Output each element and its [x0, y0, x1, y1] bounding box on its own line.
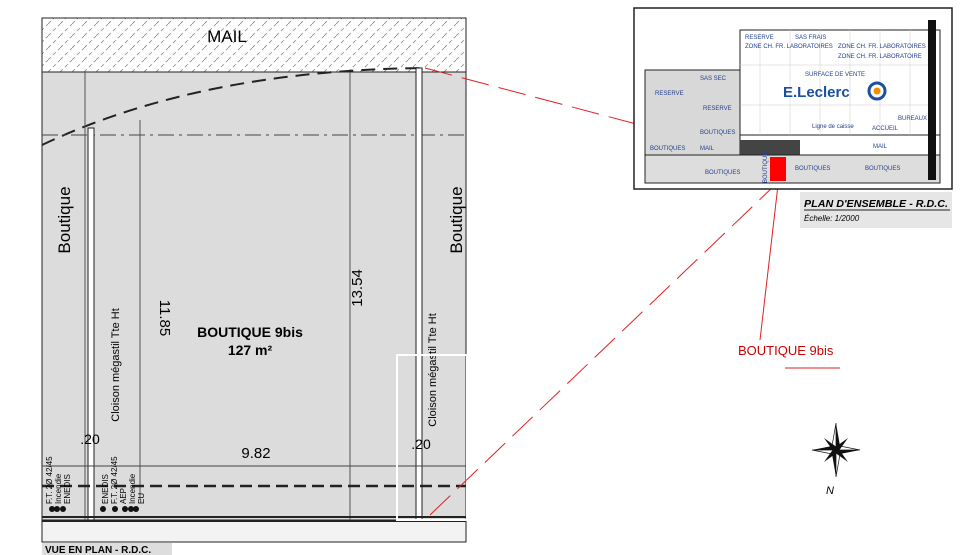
map-label: ZONE CH. FR. LABORATOIRES [838, 44, 926, 50]
wall-thickness-left: .20 [80, 431, 100, 447]
brand-logo: E.Leclerc [783, 84, 850, 101]
map-label: Ligne de caisse [812, 124, 854, 130]
utility-label: Incendie [128, 473, 137, 504]
overview-title: PLAN D'ENSEMBLE - R.D.C. [804, 199, 948, 210]
map-label: BOUTIQUES [705, 170, 740, 176]
left-neighbor-label: Boutique [55, 186, 74, 253]
detail-plan: MAIL Boutique Boutique BOUTIQUE 9bis 127… [41, 17, 468, 555]
right-neighbor-label: Boutique [447, 186, 466, 253]
map-label: ACCUEIL [872, 126, 899, 132]
utility-label: Incendie [54, 473, 63, 504]
map-label: SAS FRAIS [795, 35, 826, 41]
map-label: BOUTIQUES [650, 146, 685, 152]
right-partition-wall [415, 67, 423, 521]
utility-label: F.T. 2Ø 42/45 [110, 456, 119, 504]
mail-label: MAIL [207, 27, 247, 46]
map-label: SURFACE DE VENTE [805, 72, 865, 78]
bottom-view-label: VUE EN PLAN - R.D.C. [45, 545, 151, 555]
utility-label: AEP [119, 488, 128, 504]
map-label: MAIL [700, 146, 715, 152]
plan-area [41, 71, 467, 521]
map-label: MAIL [873, 144, 888, 150]
map-label: BUREAUX [898, 116, 927, 122]
map-label: RESERVE [745, 35, 774, 41]
map-label: BOUTIQUE [763, 152, 769, 183]
overview-scale: Échelle: 1/2000 [804, 214, 860, 223]
map-label: RESERVE [703, 106, 732, 112]
utility-label: F.T. 2Ø 42/45 [45, 456, 54, 504]
mail-hatched-area [41, 17, 467, 73]
utility-label: ENEDIS [101, 474, 110, 504]
map-label: ZONE CH. FR. LABORATOIRES [745, 44, 833, 50]
map-label: BOUTIQUES [700, 130, 735, 136]
callout-line [429, 184, 776, 516]
callout-label: BOUTIQUE 9bis [738, 343, 834, 358]
highlighted-unit [770, 157, 786, 181]
width-dimension: 9.82 [241, 445, 270, 462]
depth-right-dimension: 13.54 [349, 269, 366, 307]
utility-label: EU [137, 493, 146, 504]
overview-plan: SURFACE DE VENTE RESERVE RESERVE RESERVE… [633, 7, 953, 228]
partition-left-label: Cloison mégastil Tte Ht [110, 308, 122, 422]
map-label: BOUTIQUES [795, 166, 830, 172]
depth-left-dimension: 11.85 [156, 300, 173, 336]
compass-north-label: N [826, 485, 834, 497]
map-label: ZONE CH. FR. LABORATOIRE [838, 54, 922, 60]
left-partition-wall [87, 127, 95, 521]
unit-name: BOUTIQUE 9bis [197, 324, 303, 340]
compass-rose-icon [811, 422, 861, 478]
map-label: BOUTIQUES [865, 166, 900, 172]
map-label: SAS SEC [700, 76, 727, 82]
map-label: RESERVE [655, 91, 684, 97]
utility-label: ENEDIS [63, 474, 72, 504]
partition-right-label: Cloison mégastil Tte Ht [427, 313, 439, 427]
unit-area: 127 m² [228, 342, 273, 358]
wall-thickness-right: .20 [411, 436, 431, 452]
